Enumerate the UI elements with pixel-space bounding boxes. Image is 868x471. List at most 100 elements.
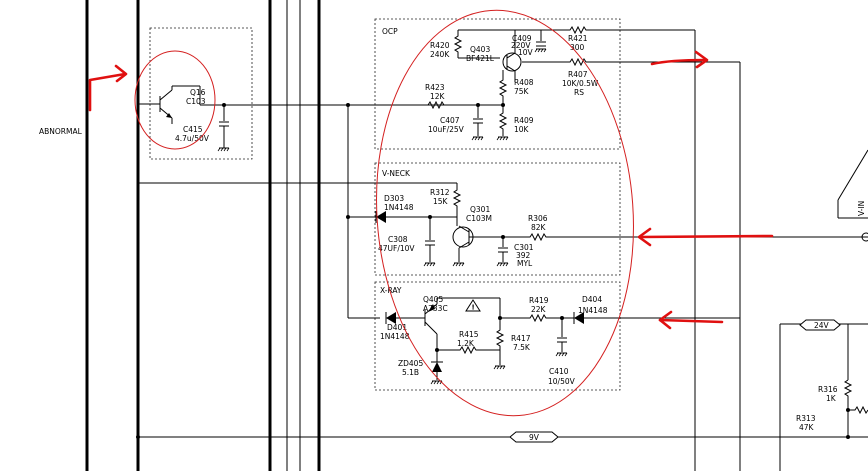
r423-ref: R423 <box>425 83 445 92</box>
d401-value: 1N4148 <box>380 332 410 341</box>
r423-resistor <box>420 100 503 110</box>
r419-ref: R419 <box>529 296 549 305</box>
r316-ref: R316 <box>818 385 838 394</box>
c301-type: MYL <box>517 259 533 268</box>
zd405-ref: ZD405 <box>398 359 423 368</box>
d303-value: 1N4148 <box>384 203 414 212</box>
v-in-label: V-IN <box>857 201 866 216</box>
c409-capacitor <box>534 30 547 53</box>
q16-block <box>149 27 253 160</box>
r306-resistor <box>503 232 868 242</box>
r420-value: 240K <box>430 50 450 59</box>
r313-resistor <box>848 405 868 415</box>
c410-value: 10/50V <box>548 377 576 386</box>
c409-value: 220V <box>511 41 531 50</box>
q16-value: C103 <box>186 97 206 106</box>
ocp-title: OCP <box>382 27 398 36</box>
r407-resistor <box>522 57 740 67</box>
c308-value: 47UF/10V <box>378 244 415 253</box>
c410-ref: C410 <box>549 367 569 376</box>
rail-9v-label: 9V <box>529 433 540 442</box>
warning-icon: ! <box>465 299 481 312</box>
c415-value: 4.7u/50V <box>175 134 210 143</box>
r313-ref: R313 <box>796 414 816 423</box>
r415-value: 1.2K <box>457 339 475 348</box>
zd405-value: 5.1B <box>402 368 419 377</box>
d404-ref: D404 <box>582 295 602 304</box>
c415-ref: C415 <box>183 125 203 134</box>
c409-voltage: 10V <box>518 48 534 57</box>
r409-value: 10K <box>514 125 530 134</box>
q403-value: BF421L <box>466 54 495 63</box>
c407-capacitor <box>471 105 484 141</box>
r409-ref: R409 <box>514 116 534 125</box>
r421-resistor <box>560 25 620 35</box>
r408-ref: R408 <box>514 78 534 87</box>
d404-value: 1N4148 <box>578 306 608 315</box>
annotation-markup <box>88 9 774 417</box>
rail-24v-tag: 24V <box>799 319 841 331</box>
r407-value: 10K/0.5W <box>562 79 599 88</box>
q301-ref: Q301 <box>470 205 490 214</box>
q403-ref: Q403 <box>470 45 490 54</box>
abnormal-label: ABNORMAL <box>39 127 83 136</box>
svg-text:!: ! <box>472 304 475 312</box>
c301-ref: C301 <box>514 243 534 252</box>
c407-value: 10uF/25V <box>428 125 465 134</box>
d303-diode <box>375 211 430 223</box>
q16-ref: Q16 <box>190 88 206 97</box>
rail-9v-tag: 9V <box>509 431 559 443</box>
r415-ref: R415 <box>459 330 479 339</box>
c410-capacitor <box>555 318 568 357</box>
r420-resistor <box>453 30 463 58</box>
c308-capacitor <box>423 217 436 267</box>
r312-ref: R312 <box>430 188 450 197</box>
v-neck-title: V-NECK <box>382 169 411 178</box>
q405-transistor <box>424 297 500 350</box>
r423-value: 12K <box>430 92 446 101</box>
r312-value: 15K <box>433 197 449 206</box>
r407-note: RS <box>574 88 584 97</box>
r419-value: 22K <box>531 305 547 314</box>
r408-resistor <box>498 76 508 105</box>
r420-ref: R420 <box>430 41 450 50</box>
arrow-abnormal-in <box>88 64 128 112</box>
r408-value: 75K <box>514 87 530 96</box>
highlight-circle-q16 <box>134 50 216 150</box>
r421-ref: R421 <box>568 34 588 43</box>
q301-transistor <box>452 217 503 267</box>
arrow-xray-in <box>658 310 724 330</box>
c415-capacitor <box>217 105 230 152</box>
arrow-ocp-out <box>650 50 709 69</box>
zd405-zener <box>430 350 443 385</box>
r417-ref: R417 <box>511 334 531 343</box>
r417-resistor <box>493 318 506 370</box>
d401-diode <box>385 312 425 324</box>
q405-ref: Q405 <box>423 295 443 304</box>
x-ray-title: X-RAY <box>380 286 402 295</box>
c409-ref: C409 <box>512 34 532 43</box>
bus-lines <box>85 0 321 471</box>
r313-value: 47K <box>799 423 815 432</box>
d401-ref: D401 <box>387 323 407 332</box>
c301-value: 392 <box>516 251 531 260</box>
rail-24v-label: 24V <box>814 321 830 330</box>
r306-ref: R306 <box>528 214 548 223</box>
c308-ref: C308 <box>388 235 408 244</box>
r409-resistor <box>496 105 509 141</box>
c407-ref: C407 <box>440 116 460 125</box>
c301-capacitor <box>496 237 509 267</box>
r417-value: 7.5K <box>513 343 531 352</box>
r419-resistor <box>500 313 562 323</box>
r316-resistor <box>843 379 853 410</box>
v-neck-block <box>374 162 621 276</box>
arrow-vneck-in <box>637 227 774 247</box>
q405-value: A733C <box>423 304 448 313</box>
r312-resistor <box>452 183 462 217</box>
highlight-ellipse-protection <box>376 9 634 417</box>
v-in-connector <box>837 149 868 242</box>
q16-transistor <box>138 86 173 124</box>
r407-ref: R407 <box>568 70 588 79</box>
r421-value: 300 <box>570 43 585 52</box>
